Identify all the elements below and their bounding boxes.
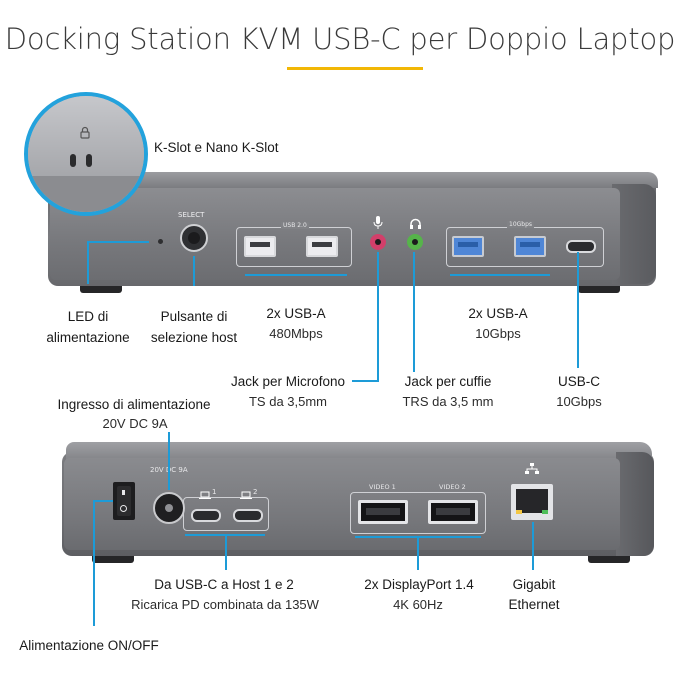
select-print: SELECT (178, 211, 205, 219)
usba-10-sub: 10Gbps (475, 326, 521, 341)
back-device-top (66, 442, 652, 460)
front-device-top (58, 172, 658, 188)
back-device-side (616, 452, 654, 556)
gbps-print: 10Gbps (507, 221, 535, 228)
video2-print: VIDEO 2 (439, 483, 466, 491)
displayport-2[interactable] (428, 500, 478, 524)
usb2-print: USB 2.0 (281, 222, 309, 229)
usb-c-host-2[interactable] (233, 509, 263, 522)
ethernet-title: Gigabit Ethernet (508, 577, 560, 612)
headphone-title: Jack per cuffie (404, 374, 492, 389)
front-foot-left (80, 286, 122, 293)
usb-a-port-1[interactable] (244, 236, 276, 257)
usba-10-title: 2x USB-A (468, 306, 528, 321)
ethernet-port[interactable] (511, 484, 553, 520)
host-button-label: Pulsante di selezione host (150, 309, 238, 345)
headphone-jack[interactable] (407, 234, 423, 250)
laptop-icon (240, 487, 252, 505)
lock-icon (80, 126, 90, 144)
usb-c-host-1[interactable] (191, 509, 221, 522)
power-switch-label: Alimentazione ON/OFF (19, 638, 159, 653)
nano-k-slot (86, 154, 92, 167)
kslot-label: K-Slot e Nano K-Slot (154, 140, 279, 155)
usbc-hosts-title: Da USB-C a Host 1 e 2 (154, 577, 294, 592)
k-slot (70, 154, 76, 167)
displayport-1[interactable] (358, 500, 408, 524)
back-foot-left (92, 556, 134, 563)
page-title: Docking Station KVM USB-C per Doppio Lap… (4, 22, 676, 56)
headphones-icon (409, 217, 422, 235)
kslot-zoom (24, 92, 148, 216)
usb-c-port-front[interactable] (566, 240, 596, 253)
dc-power-input[interactable] (153, 492, 185, 524)
video-bracket (350, 492, 486, 534)
front-foot-right (578, 286, 620, 293)
usb-a-10gbps-port-2[interactable] (514, 236, 546, 257)
power-switch[interactable] (113, 482, 135, 520)
microphone-jack[interactable] (370, 234, 386, 250)
usba-480-sub: 480Mbps (269, 326, 323, 341)
usb-a-port-2[interactable] (306, 236, 338, 257)
led-label: LED di alimentazione (46, 309, 130, 345)
host2-print: 2 (253, 488, 258, 496)
usbc-title: USB-C (557, 374, 600, 389)
power-in-sub: 20V DC 9A (102, 416, 168, 431)
host-select-button[interactable] (180, 224, 208, 252)
network-icon (525, 462, 539, 480)
host-bracket (183, 497, 269, 531)
power-in-title: Ingresso di alimentazione (57, 397, 211, 412)
headphone-sub: TRS da 3,5 mm (402, 394, 494, 409)
title-underline (287, 67, 423, 70)
back-foot-right (588, 556, 630, 563)
dp-title: 2x DisplayPort 1.4 (364, 577, 474, 592)
dp-sub: 4K 60Hz (393, 597, 443, 612)
usbc-hosts-sub: Ricarica PD combinata da 135W (131, 597, 319, 612)
mic-title: Jack per Microfono (230, 374, 346, 389)
front-device-face (50, 188, 620, 280)
mic-sub: TS da 3,5mm (248, 394, 328, 409)
power-led (158, 239, 163, 244)
usb-a-10gbps-port-1[interactable] (452, 236, 484, 257)
video1-print: VIDEO 1 (369, 483, 396, 491)
host1-print: 1 (212, 488, 217, 496)
laptop-icon (199, 487, 211, 505)
usbc-sub: 10Gbps (556, 394, 602, 409)
usba-480-title: 2x USB-A (266, 306, 326, 321)
microphone-icon (373, 216, 383, 234)
